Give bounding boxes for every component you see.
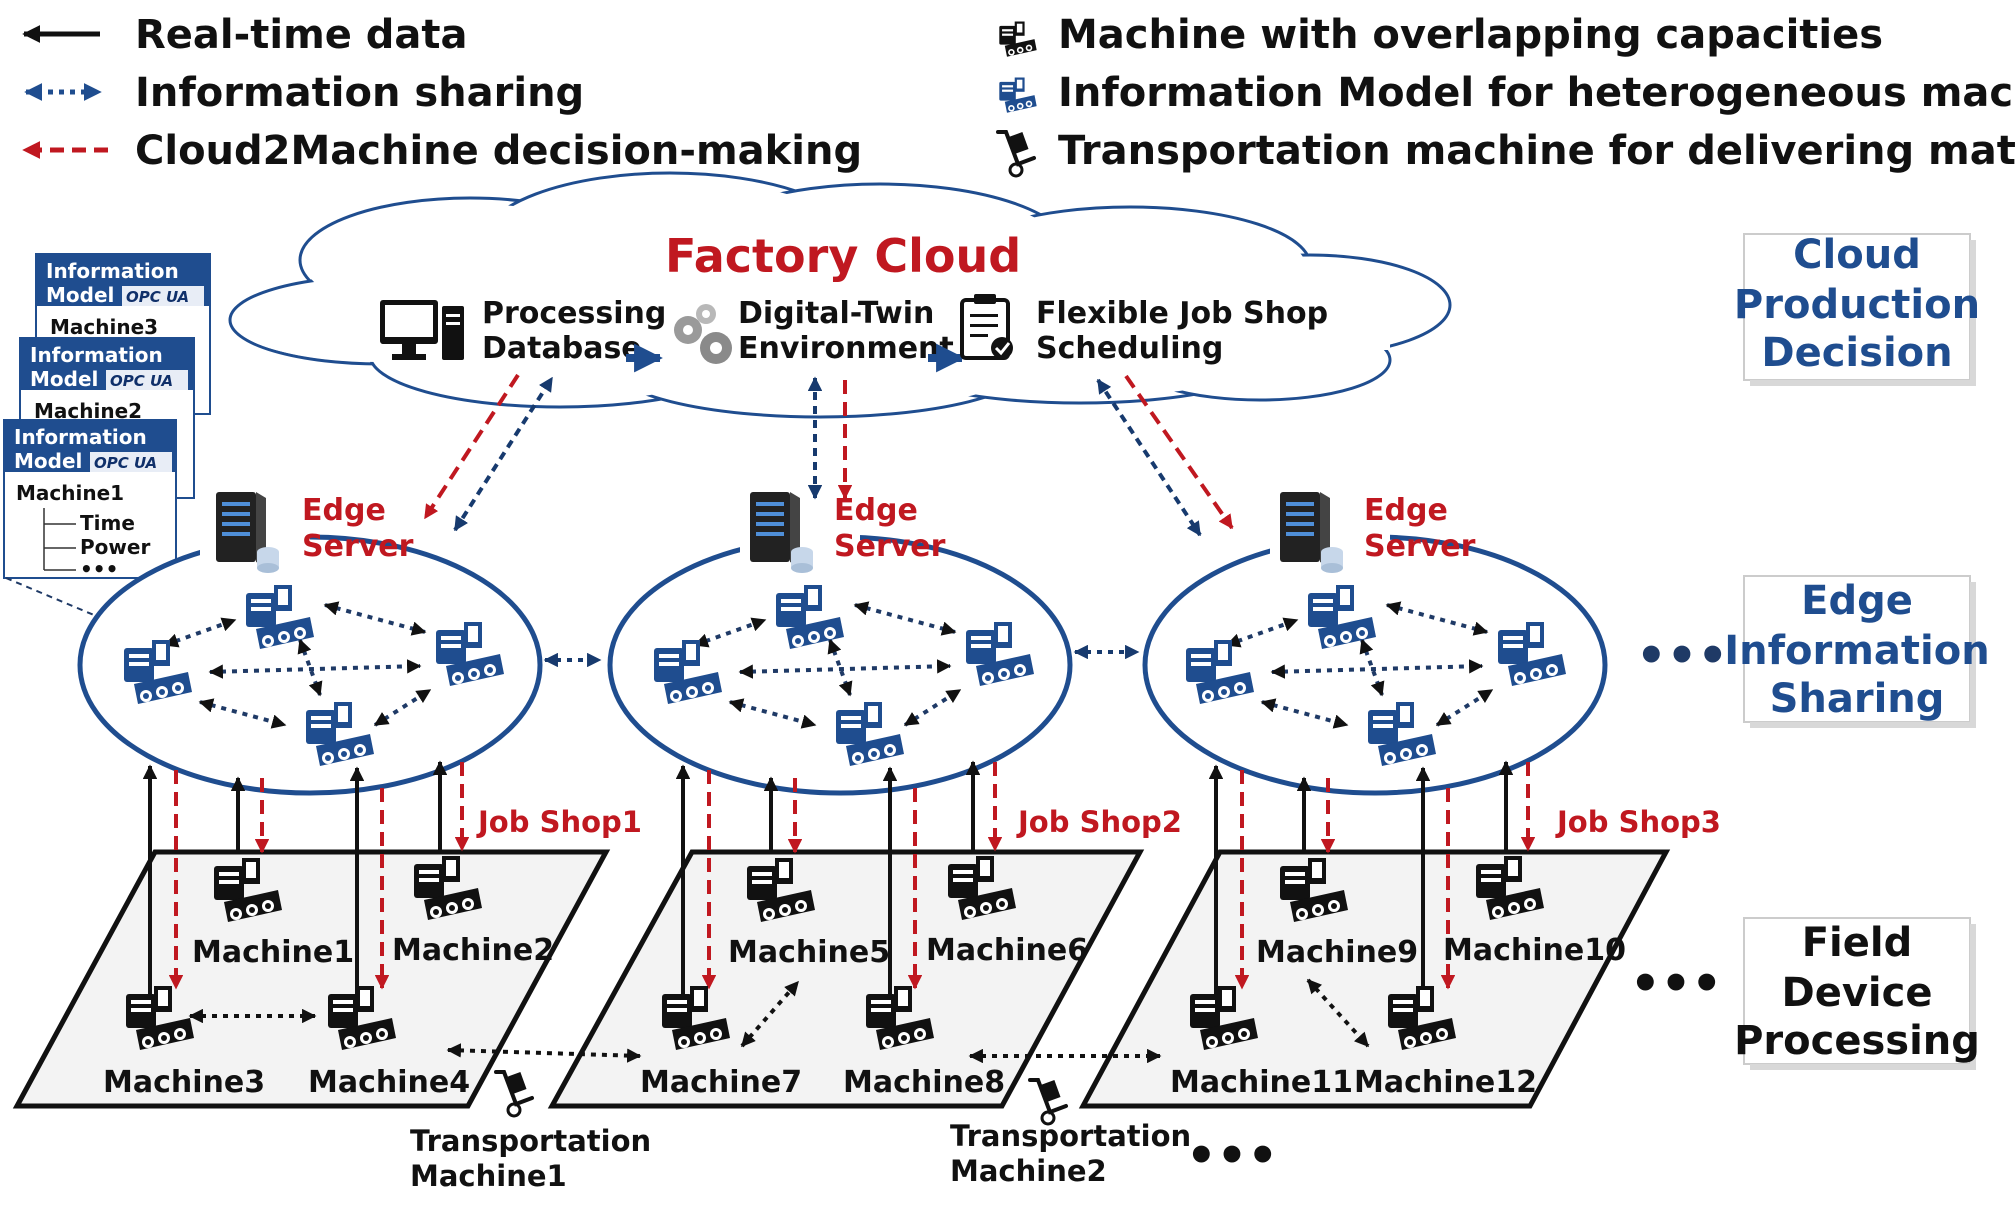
blue-machine-icon xyxy=(999,77,1037,113)
info-model-tree-power: Power xyxy=(80,535,150,559)
field-machine-9-label: Machine9 xyxy=(1256,935,1418,970)
field-machine-3-label: Machine3 xyxy=(103,1065,265,1100)
transport-machine-2-icon xyxy=(1028,1078,1068,1126)
legend-overlap-machine-text: Machine with overlapping capacities xyxy=(1058,12,1883,58)
layer-edge-line2: Information xyxy=(1724,628,1989,674)
cloud-title: Factory Cloud xyxy=(665,229,1021,283)
layer-field-line3: Processing xyxy=(1734,1018,1980,1064)
edge-server-2-line2: Server xyxy=(834,529,946,564)
cloud-item-digital-twin-line2: Environment xyxy=(738,331,954,366)
svg-text:OPC UA: OPC UA xyxy=(94,454,157,472)
svg-text:Model: Model xyxy=(30,367,98,391)
vertical-links-shop-1 xyxy=(142,760,470,1000)
legend-transport-text: Transportation machine for delivering ma… xyxy=(1058,128,2016,174)
field-machine-1-label: Machine1 xyxy=(192,935,354,970)
info-model-tree-more: ••• xyxy=(80,557,118,581)
edge-machine-cluster-3 xyxy=(1186,585,1566,766)
hand-truck-icon xyxy=(996,130,1036,178)
edge-layer: Edge Server Edge Server Edge Server xyxy=(77,492,1728,796)
edge-server-3-line2: Server xyxy=(1364,529,1476,564)
svg-text:Machine1: Machine1 xyxy=(16,481,124,505)
info-model-tree-time: Time xyxy=(80,511,135,535)
svg-text:Information: Information xyxy=(30,343,163,367)
layer-field-line2: Device xyxy=(1782,970,1933,1016)
gears-icon xyxy=(674,304,732,364)
legend-real-time-text: Real-time data xyxy=(135,12,468,58)
layer-edge-line1: Edge xyxy=(1801,578,1913,624)
field-machine-5-label: Machine5 xyxy=(728,935,890,970)
svg-text:OPC UA: OPC UA xyxy=(110,372,173,390)
field-ellipsis-bottom: ••• xyxy=(1186,1128,1278,1184)
edge-machine-cluster-2 xyxy=(654,585,1034,766)
cloud-item-fjs-line1: Flexible Job Shop xyxy=(1036,296,1328,331)
transport-machine-1-icon xyxy=(494,1070,534,1118)
layer-cloud-line1: Cloud xyxy=(1793,232,1921,278)
job-shop-2-label: Job Shop2 xyxy=(1016,805,1182,839)
field-machine-10-label: Machine10 xyxy=(1443,933,1626,968)
svg-text:Model: Model xyxy=(14,449,82,473)
svg-text:OPC UA: OPC UA xyxy=(126,288,189,306)
layer-edge-line3: Sharing xyxy=(1770,676,1945,722)
edge-ellipsis: ••• xyxy=(1636,628,1728,684)
edge-server-1-line2: Server xyxy=(302,529,414,564)
edge-machine-cluster-1 xyxy=(124,585,504,766)
edge-server-2-line1: Edge xyxy=(834,493,918,528)
legend: Real-time data Information sharing Cloud… xyxy=(22,12,2016,178)
edge-server-1-line1: Edge xyxy=(302,493,386,528)
svg-text:Machine3: Machine3 xyxy=(50,315,158,339)
legend-cloud-decision-text: Cloud2Machine decision-making xyxy=(135,128,862,174)
field-machine-11-label: Machine11 xyxy=(1170,1065,1353,1100)
layer-cloud-line3: Decision xyxy=(1761,330,1952,376)
factory-cloud: Factory Cloud Processing Database Digita… xyxy=(228,171,1452,419)
transport-2-line1: Transportation xyxy=(950,1119,1191,1153)
edge-server-3-line1: Edge xyxy=(1364,493,1448,528)
field-machine-7-label: Machine7 xyxy=(640,1065,802,1100)
legend-info-model-text: Information Model for heterogeneous mach… xyxy=(1058,70,2016,116)
cloud-edge-links xyxy=(423,373,1234,537)
cloud-item-processing-line2: Database xyxy=(482,331,642,366)
svg-text:Information: Information xyxy=(46,259,179,283)
cloud-item-digital-twin-line1: Digital-Twin xyxy=(738,296,934,331)
job-shop-1-label: Job Shop1 xyxy=(476,805,642,839)
vertical-links-shop-2 xyxy=(675,760,1003,1000)
cloud-item-processing-line1: Processing xyxy=(482,296,666,331)
field-ellipsis-right: ••• xyxy=(1630,956,1722,1012)
field-machine-12-label: Machine12 xyxy=(1354,1065,1537,1100)
transport-2-line2: Machine2 xyxy=(950,1154,1107,1188)
field-layer: Job Shop1 Job Shop2 Job Shop3 xyxy=(12,760,1722,1193)
legend-info-sharing-text: Information sharing xyxy=(135,70,584,116)
field-machine-8-label: Machine8 xyxy=(843,1065,1005,1100)
transport-1-line2: Machine1 xyxy=(410,1159,567,1193)
field-machine-4-label: Machine4 xyxy=(308,1065,470,1100)
field-machine-2-label: Machine2 xyxy=(392,933,554,968)
layer-labels: Cloud Production Decision Edge Informati… xyxy=(1724,232,1990,1070)
transport-1-line1: Transportation xyxy=(410,1124,651,1158)
svg-text:Model: Model xyxy=(46,283,114,307)
computer-icon xyxy=(380,300,464,360)
svg-text:Information: Information xyxy=(14,425,147,449)
black-machine-icon xyxy=(999,21,1037,57)
cloud-item-fjs-line2: Scheduling xyxy=(1036,331,1223,366)
clipboard-icon xyxy=(960,294,1013,360)
layer-cloud-line2: Production xyxy=(1734,282,1980,328)
info-model-card-machine1: Information Model OPC UA Machine1 Time P… xyxy=(3,419,177,581)
field-machine-6-label: Machine6 xyxy=(926,933,1088,968)
layer-field-line1: Field xyxy=(1802,920,1913,966)
information-model-cards: Information Model OPC UA Machine3 Inform… xyxy=(3,253,211,643)
job-shop-3-label: Job Shop3 xyxy=(1555,805,1721,839)
vertical-links-shop-3 xyxy=(1208,760,1536,1000)
